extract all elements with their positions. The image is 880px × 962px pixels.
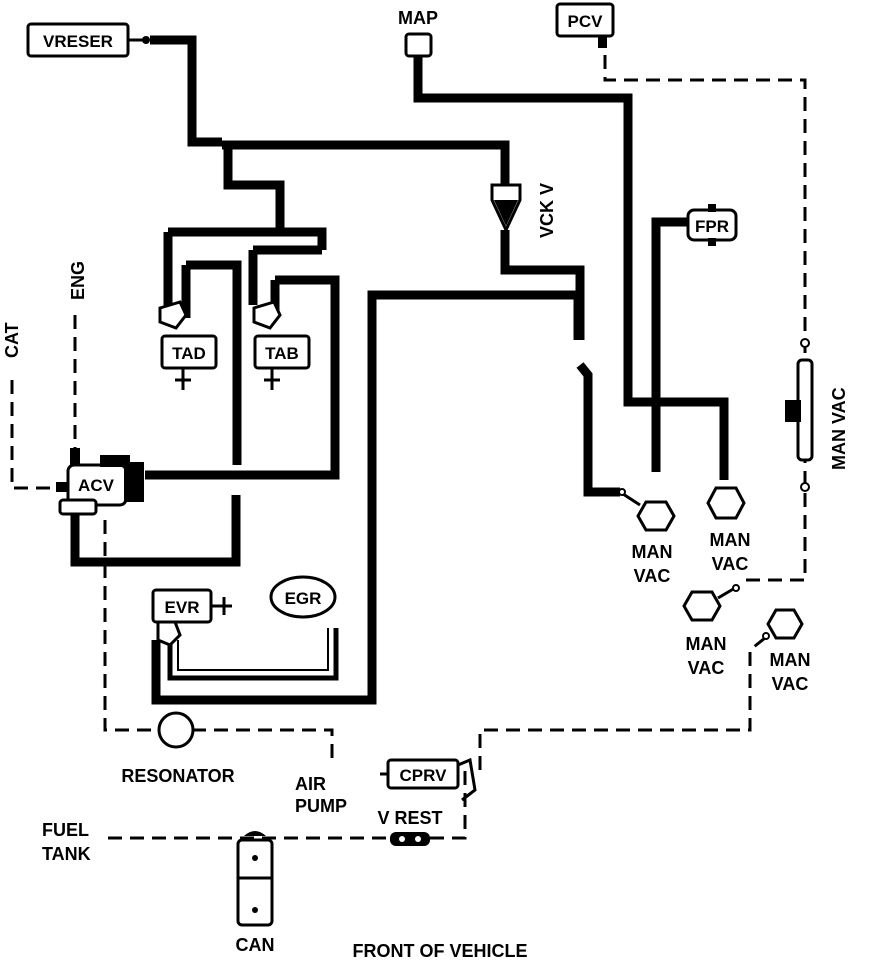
cprv-label: CPRV <box>400 766 448 785</box>
man-vac-vertical-label: MAN VAC <box>829 387 849 470</box>
tank-label: TANK <box>42 844 91 864</box>
front-of-vehicle-label: FRONT OF VEHICLE <box>353 941 528 961</box>
resonator: RESONATOR <box>121 711 235 786</box>
evr-label: EVR <box>165 598 200 617</box>
man-vac-port-2: MAN VAC <box>706 486 751 574</box>
man-label-3: MAN <box>686 634 727 654</box>
vreser-label: VRESER <box>43 32 113 51</box>
man-vac-port-1: MAN VAC <box>618 488 676 586</box>
map-sensor: MAP <box>398 8 438 58</box>
vac-label-3: VAC <box>688 658 725 678</box>
cprv-valve: CPRV <box>380 757 477 802</box>
vac-label-4: VAC <box>772 674 809 694</box>
pump-label: PUMP <box>295 796 347 816</box>
v-rest-valve: V REST <box>377 808 443 846</box>
cat-label: CAT <box>2 322 22 358</box>
air-pump-label: AIR PUMP <box>295 774 347 816</box>
fpr-label: FPR <box>695 217 729 236</box>
man-vac-port-4: MAN VAC <box>762 608 811 694</box>
man-label-1: MAN <box>632 542 673 562</box>
egr-valve: EGR <box>269 575 337 619</box>
evr-regulator: EVR <box>151 588 232 647</box>
tad-label: TAD <box>172 344 206 363</box>
resonator-label: RESONATOR <box>121 766 234 786</box>
fuel-label: FUEL <box>42 820 89 840</box>
vacuum-hoses <box>70 35 729 705</box>
pcv-valve: PCV <box>555 2 615 48</box>
tab-valve: TAB <box>252 300 311 390</box>
tad-valve: TAD <box>158 300 218 390</box>
fpr-regulator: FPR <box>686 204 738 246</box>
map-label: MAP <box>398 8 438 28</box>
vac-label-1: VAC <box>634 566 671 586</box>
vckv-label: VCK V <box>537 183 557 238</box>
can-label: CAN <box>236 935 275 955</box>
acv-label: ACV <box>78 476 115 495</box>
man-vac-port-3: MAN VAC <box>682 584 740 678</box>
man-label-2: MAN <box>710 530 751 550</box>
vreser-component: VRESER <box>26 22 150 58</box>
pcv-label: PCV <box>568 12 604 31</box>
charcoal-canister: CAN <box>236 831 275 955</box>
vac-label-2: VAC <box>712 554 749 574</box>
tab-label: TAB <box>265 344 299 363</box>
v-rest-label: V REST <box>377 808 442 828</box>
man-label-4: MAN <box>770 650 811 670</box>
man-vac-vertical-connector: MAN VAC <box>785 338 849 492</box>
dashed-lines <box>10 55 807 840</box>
fuel-tank-label: FUEL TANK <box>42 820 91 864</box>
vckv-check-valve: VCK V <box>490 183 557 238</box>
acv-valve: ACV <box>56 448 144 516</box>
egr-label: EGR <box>285 589 322 608</box>
eng-label: ENG <box>68 261 88 300</box>
air-label: AIR <box>295 774 326 794</box>
